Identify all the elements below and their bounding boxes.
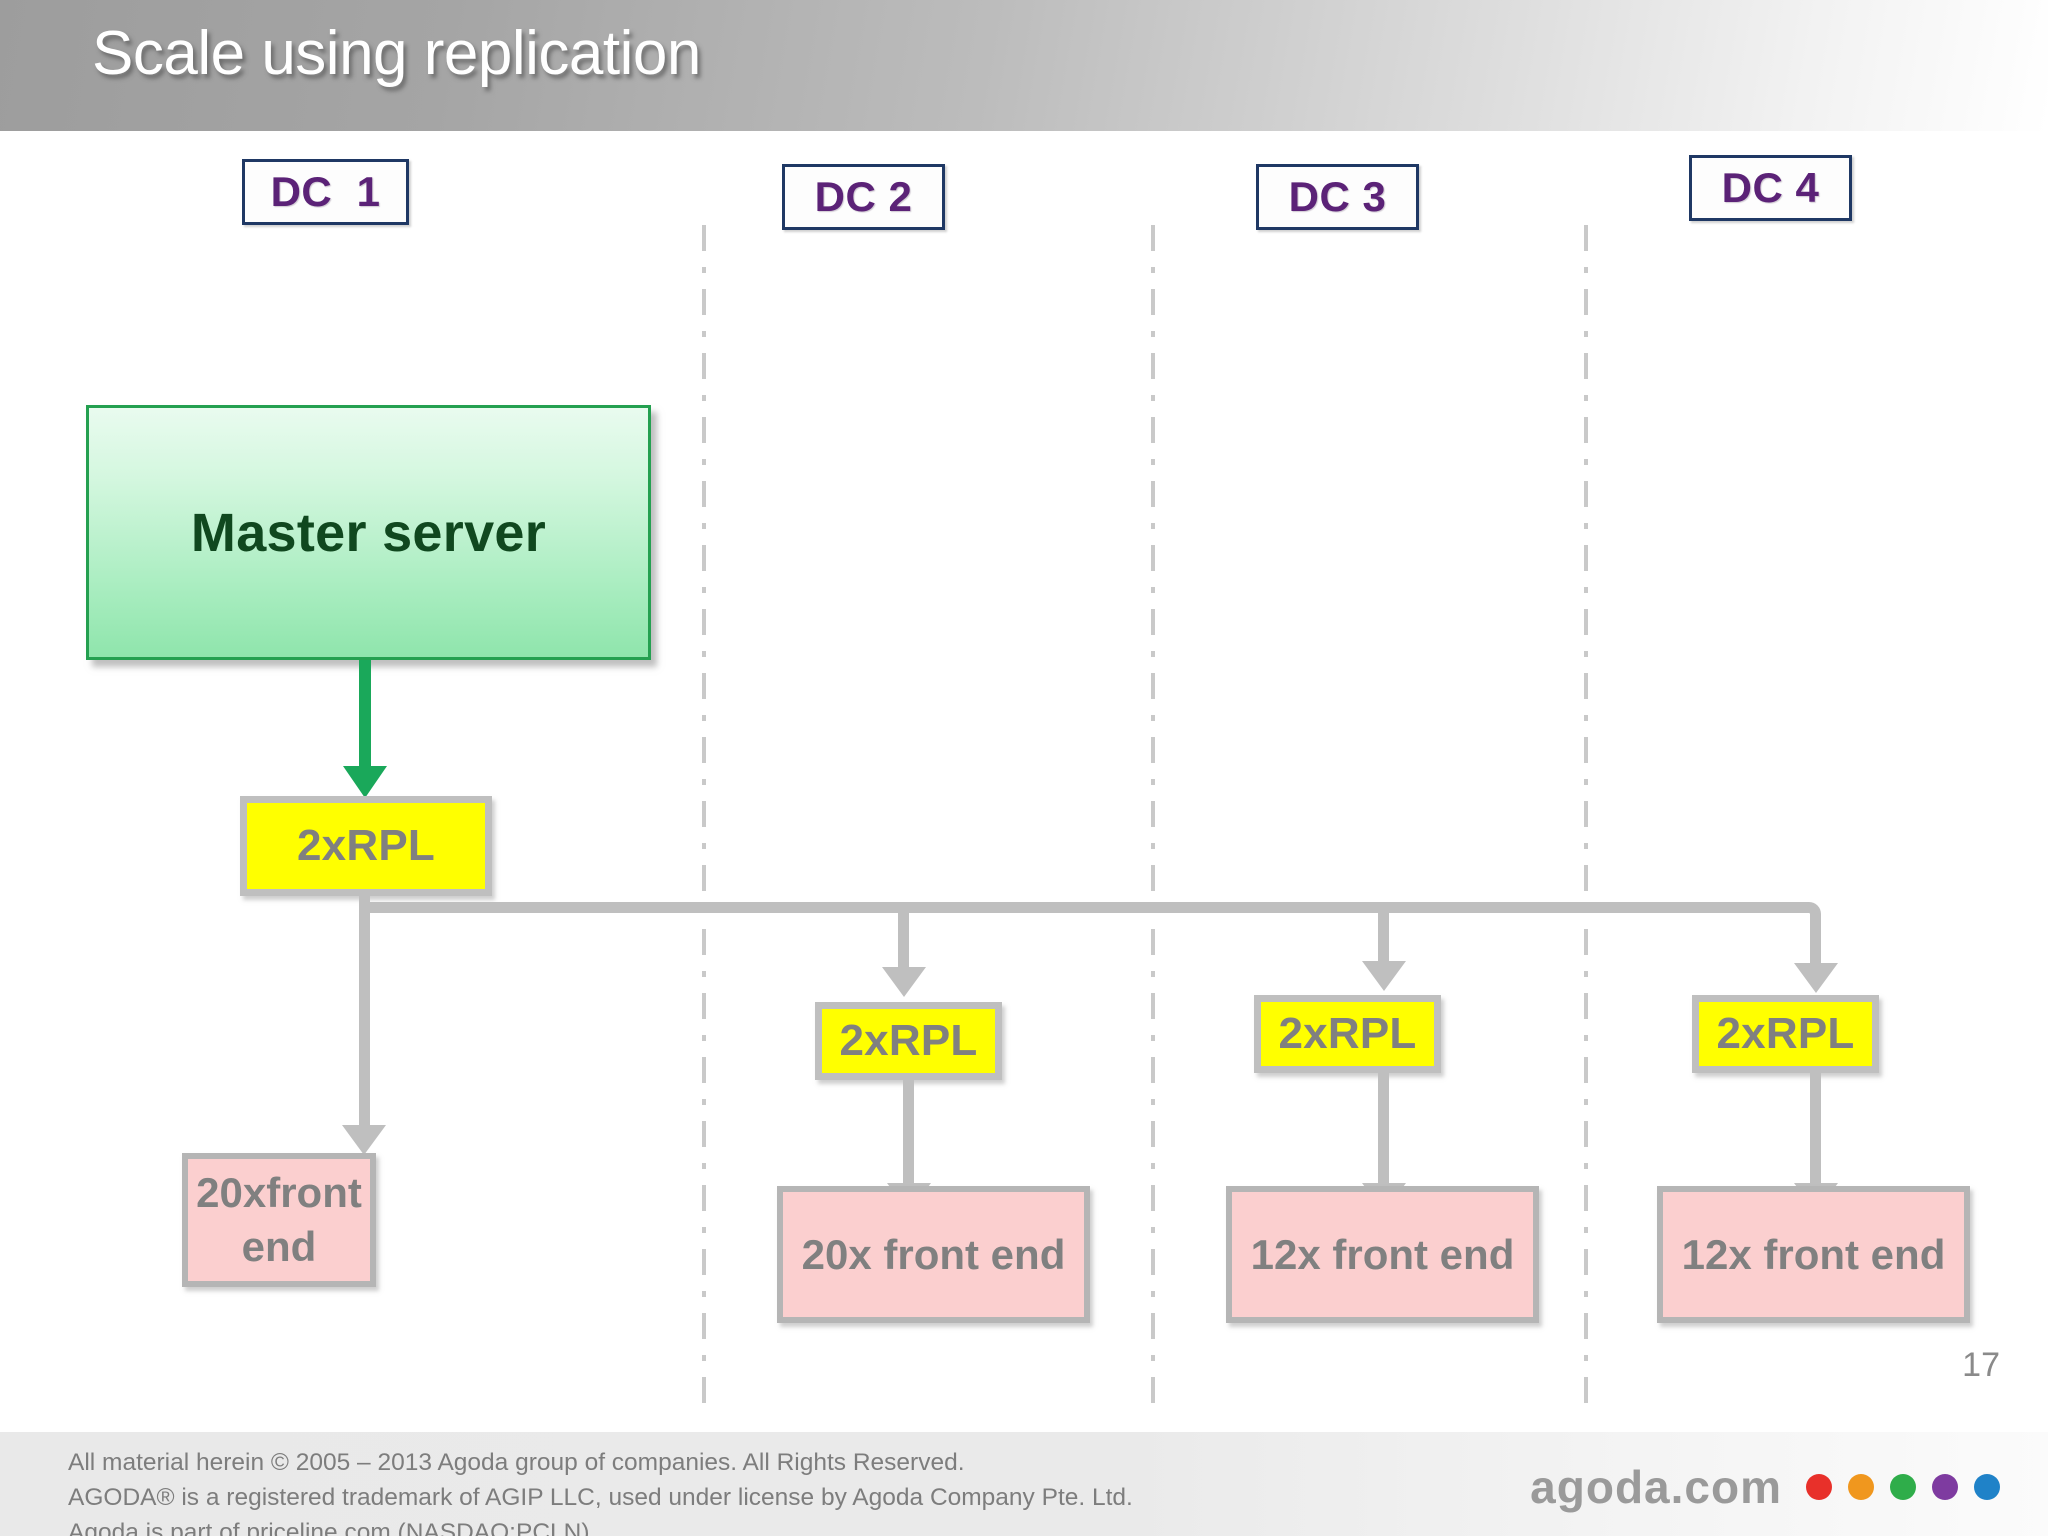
footer-legal-line-1: All material herein © 2005 – 2013 Agoda … [68,1449,965,1476]
connector-bus-to-rpl-dc2 [898,902,909,972]
agoda-logo-dots [1790,1474,2000,1500]
node-rpl-dc1-label: 2xRPL [297,821,435,870]
connector-rpl-dc2-to-fe [903,1080,914,1188]
node-frontend-dc4-label: 12x front end [1681,1230,1946,1278]
dc-header-box-dc1[interactable]: DC 1 [242,159,409,225]
logo-dot-red [1806,1474,1832,1500]
connector-bus-to-rpl-dc3-arrow [1362,961,1406,991]
footer-legal-line-3: Agoda is part of priceline.com (NASDAQ:P… [68,1518,590,1536]
node-rpl-dc2-label: 2xRPL [839,1016,978,1065]
distribution-bus-line [359,902,1806,913]
connector-bus-to-rpl-dc2-arrow [882,967,926,997]
dc-header-box-dc2[interactable]: DC 2 [782,164,945,230]
connector-bus-to-rpl-dc3 [1378,902,1389,966]
logo-dot-blue [1974,1474,2000,1500]
logo-dot-purple [1932,1474,1958,1500]
footer-legal-text: All material herein © 2005 – 2013 Agoda … [68,1446,1133,1536]
node-frontend-dc3[interactable]: 12x front end [1226,1186,1539,1323]
logo-dot-orange [1848,1474,1874,1500]
connector-rpl-dc3-to-fe [1378,1073,1389,1188]
slide-header-band: Scale using replication [0,0,2048,131]
node-rpl-dc4-label: 2xRPL [1716,1009,1855,1058]
node-frontend-dc4[interactable]: 12x front end [1657,1186,1970,1323]
dc-header-label-dc4: DC 4 [1721,164,1820,211]
node-rpl-dc3[interactable]: 2xRPL [1254,995,1441,1073]
dc-divider-2-3 [1151,225,1155,1415]
page-number: 17 [1962,1346,2000,1384]
logo-dot-green [1890,1474,1916,1500]
connector-master-to-rpl-arrow [343,766,387,798]
slide-footer-band: All material herein © 2005 – 2013 Agoda … [0,1432,2048,1536]
agoda-logo: agoda.com [1530,1460,2000,1514]
node-rpl-dc3-label: 2xRPL [1278,1009,1417,1058]
agoda-wordmark: agoda.com [1530,1461,1782,1513]
dc-header-label-dc3: DC 3 [1288,173,1387,220]
node-rpl-dc2[interactable]: 2xRPL [815,1002,1002,1080]
connector-bus-to-rpl-dc4-arrow [1794,963,1838,993]
dc-divider-3-4 [1584,225,1588,1415]
node-frontend-dc1-label: 20xfront end [196,1169,362,1270]
connector-rpl-dc1-to-fe-arrow [342,1125,386,1155]
dc-header-box-dc3[interactable]: DC 3 [1256,164,1419,230]
dc-divider-1-2 [702,225,706,1415]
node-frontend-dc3-label: 12x front end [1250,1230,1515,1278]
dc-header-label-dc2: DC 2 [814,173,913,220]
connector-master-to-rpl-line [359,660,371,770]
dc-header-box-dc4[interactable]: DC 4 [1689,155,1852,221]
dc-header-label-dc1: DC 1 [270,168,381,215]
node-frontend-dc1[interactable]: 20xfront end [182,1153,376,1287]
node-rpl-dc1[interactable]: 2xRPL [240,796,492,896]
diagram-canvas: DC 1 DC 2 DC 3 DC 4 Master server 2xRPL … [0,131,2048,1432]
node-rpl-dc4[interactable]: 2xRPL [1692,995,1879,1073]
distribution-bus-right-corner [1795,902,1821,928]
connector-rpl-dc4-to-fe [1810,1073,1821,1188]
node-master-server[interactable]: Master server [86,405,651,660]
node-frontend-dc2-label: 20x front end [801,1230,1066,1278]
node-master-server-label: Master server [190,502,547,563]
node-frontend-dc2[interactable]: 20x front end [777,1186,1090,1323]
connector-rpl-dc1-drop [359,896,370,1130]
footer-legal-line-2: AGODA® is a registered trademark of AGIP… [68,1483,1133,1511]
page-title: Scale using replication [92,19,701,88]
connector-bus-to-rpl-dc4 [1810,921,1821,967]
